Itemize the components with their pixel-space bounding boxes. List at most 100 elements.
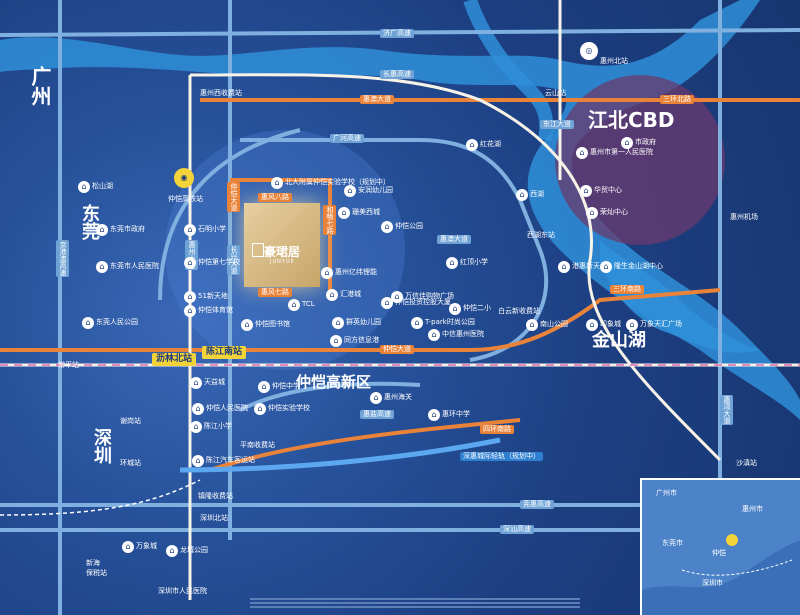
- poi-icon: ⌂: [78, 181, 90, 193]
- station-huizhou-airport: 惠州机场: [730, 213, 758, 221]
- poi-label[interactable]: 仲恺图书馆: [255, 320, 290, 328]
- poi-label[interactable]: 陈江汽车客运站: [206, 456, 255, 464]
- road-label-changguan: 长惠高速: [380, 70, 414, 79]
- station-yunshan: 云山站: [545, 89, 566, 97]
- station-huizhou-north: 惠州北站: [600, 57, 628, 65]
- poi-icon: ⌂: [449, 303, 461, 315]
- poi-icon: ⌂: [190, 377, 202, 389]
- poi-label[interactable]: 红花湖: [480, 140, 501, 148]
- poi-label[interactable]: 东莞市人民医院: [110, 262, 159, 270]
- poi-label[interactable]: 隆生金山湖中心: [614, 262, 663, 270]
- poi-label[interactable]: 港惠新天地: [572, 262, 607, 270]
- road-label-siwan: 四环南路: [480, 425, 514, 434]
- project-logo: [252, 243, 264, 257]
- road-label-zhongkai-ave: 仲恺大道: [227, 182, 240, 212]
- station-zhenlong-toll: 镇隆收费站: [198, 492, 233, 500]
- cbd-zone: [555, 75, 725, 245]
- poi-icon: ⌂: [241, 319, 253, 331]
- station-pingtan-toll: 平南收费站: [240, 441, 275, 449]
- poi-icon: ⌂: [184, 257, 196, 269]
- poi-label[interactable]: 万象天汇广场: [640, 320, 682, 328]
- poi-label[interactable]: 安润幼儿园: [358, 186, 393, 194]
- poi-label[interactable]: 南山公园: [540, 320, 568, 328]
- poi-label[interactable]: 仲恺人民医院: [206, 404, 248, 412]
- poi-label[interactable]: 惠州亿纬锂能: [335, 268, 377, 276]
- poi-icon: ⌂: [621, 137, 633, 149]
- poi-icon: ⌂: [330, 335, 342, 347]
- road-label-zhongkai-ave2: 仲恺大道: [380, 345, 414, 354]
- poi-icon: ⌂: [586, 207, 598, 219]
- poi-label[interactable]: 万象城: [136, 542, 157, 550]
- poi-label[interactable]: 荣灿中心: [600, 208, 628, 216]
- poi-label[interactable]: 市政府: [635, 138, 656, 146]
- poi-icon: ⌂: [122, 541, 134, 553]
- station-shashen: 沙滇站: [736, 459, 757, 467]
- poi-label[interactable]: 仲恺投资控股大厦: [395, 298, 451, 306]
- poi-label[interactable]: 仲恺第七学校: [198, 258, 240, 266]
- poi-icon: ⌂: [428, 329, 440, 341]
- poi-label[interactable]: 群英幼儿园: [346, 318, 381, 326]
- road-label-huiyan: 惠盐高速: [360, 410, 394, 419]
- poi-icon: ⌂: [370, 392, 382, 404]
- project-block[interactable]: 豪珺居 JUNYUE: [244, 203, 320, 287]
- poi-icon: ⌂: [586, 319, 598, 331]
- poi-icon: ⌂: [192, 403, 204, 415]
- road-label-huifeng7: 惠风七路: [258, 288, 292, 297]
- poi-label[interactable]: 天益城: [204, 378, 225, 386]
- road-label-yinguan: 莞惠高速: [520, 500, 554, 509]
- station-zhongkai-hsr: 仲恺高铁站: [168, 195, 203, 203]
- station-changping: 常平站: [58, 361, 79, 369]
- poi-label[interactable]: 惠州海关: [384, 393, 412, 401]
- poi-icon: ⌂: [184, 224, 196, 236]
- poi-label[interactable]: 印象城: [600, 320, 621, 328]
- inset-zhongkai: 仲恺: [712, 549, 726, 557]
- poi-label[interactable]: 龙城公园: [180, 546, 208, 554]
- poi-label[interactable]: 仲恺中学: [272, 382, 300, 390]
- poi-label[interactable]: TCL: [302, 300, 315, 308]
- poi-label[interactable]: 仲恺体育馆: [198, 306, 233, 314]
- poi-icon: ⌂: [258, 381, 270, 393]
- poi-label[interactable]: 东莞市政府: [110, 225, 145, 233]
- poi-label[interactable]: 仲恺二小: [463, 304, 491, 312]
- poi-label[interactable]: 华贸中心: [594, 186, 622, 194]
- poi-icon: ⌂: [526, 319, 538, 331]
- station-shenzhen-north: 深圳北站: [200, 514, 228, 522]
- poi-label[interactable]: 石明小学: [198, 225, 226, 233]
- poi-icon: ⌂: [184, 291, 196, 303]
- poi-label[interactable]: 东莞人民公园: [96, 318, 138, 326]
- hsr-station-icon: ◉: [174, 168, 194, 188]
- poi-label[interactable]: 珊美西城: [352, 208, 380, 216]
- poi-label[interactable]: 红顶小学: [460, 258, 488, 266]
- station-lilin-north: 沥林北站: [152, 353, 197, 366]
- poi-icon: ⌂: [332, 317, 344, 329]
- poi-label[interactable]: 仲恺公园: [395, 222, 423, 230]
- road-label-guangtai: 广河高速: [330, 134, 364, 143]
- poi-icon: ⌂: [428, 409, 440, 421]
- inset-shenzhen: 深圳市: [702, 579, 723, 587]
- shendan-label: 深惠城际轻轨: [463, 452, 505, 460]
- poi-label[interactable]: 西湖: [530, 190, 544, 198]
- region-guangzhou: 广州: [28, 66, 52, 106]
- poi-label[interactable]: 汇港城: [340, 290, 361, 298]
- poi-label[interactable]: 松山湖: [92, 182, 113, 190]
- road-label-huiao-ave: 惠澳大道: [437, 235, 471, 244]
- poi-label[interactable]: T-park时尚公园: [425, 318, 475, 326]
- poi-label[interactable]: 北大附属仲恺实验学校（规划中）: [285, 178, 390, 186]
- project-name: 豪珺居: [264, 245, 301, 259]
- inset-guangzhou: 广州市: [656, 489, 677, 497]
- station-bao: 保税站: [86, 569, 107, 577]
- poi-icon: ⌂: [446, 257, 458, 269]
- inset-map[interactable]: 广州市 惠州市 东莞市 仲恺 深圳市: [640, 478, 800, 615]
- poi-label[interactable]: 51新天地: [198, 292, 228, 300]
- poi-label[interactable]: 惠环中学: [442, 410, 470, 418]
- inset-huizhou: 惠州市: [742, 505, 763, 513]
- poi-label[interactable]: 仲恺实验学校: [268, 404, 310, 412]
- poi-label[interactable]: 中信惠州医院: [442, 330, 484, 338]
- poi-label[interactable]: 万信佳购物广场: [405, 292, 454, 300]
- poi-label[interactable]: 惠州市第一人民医院: [590, 148, 653, 156]
- poi-label[interactable]: 同方信息港: [344, 336, 379, 344]
- poi-label[interactable]: 陈江小学: [204, 422, 232, 430]
- station-xiegang: 谢岗站: [120, 417, 141, 425]
- poi-icon: ⌂: [516, 189, 528, 201]
- poi-icon: ⌂: [326, 289, 338, 301]
